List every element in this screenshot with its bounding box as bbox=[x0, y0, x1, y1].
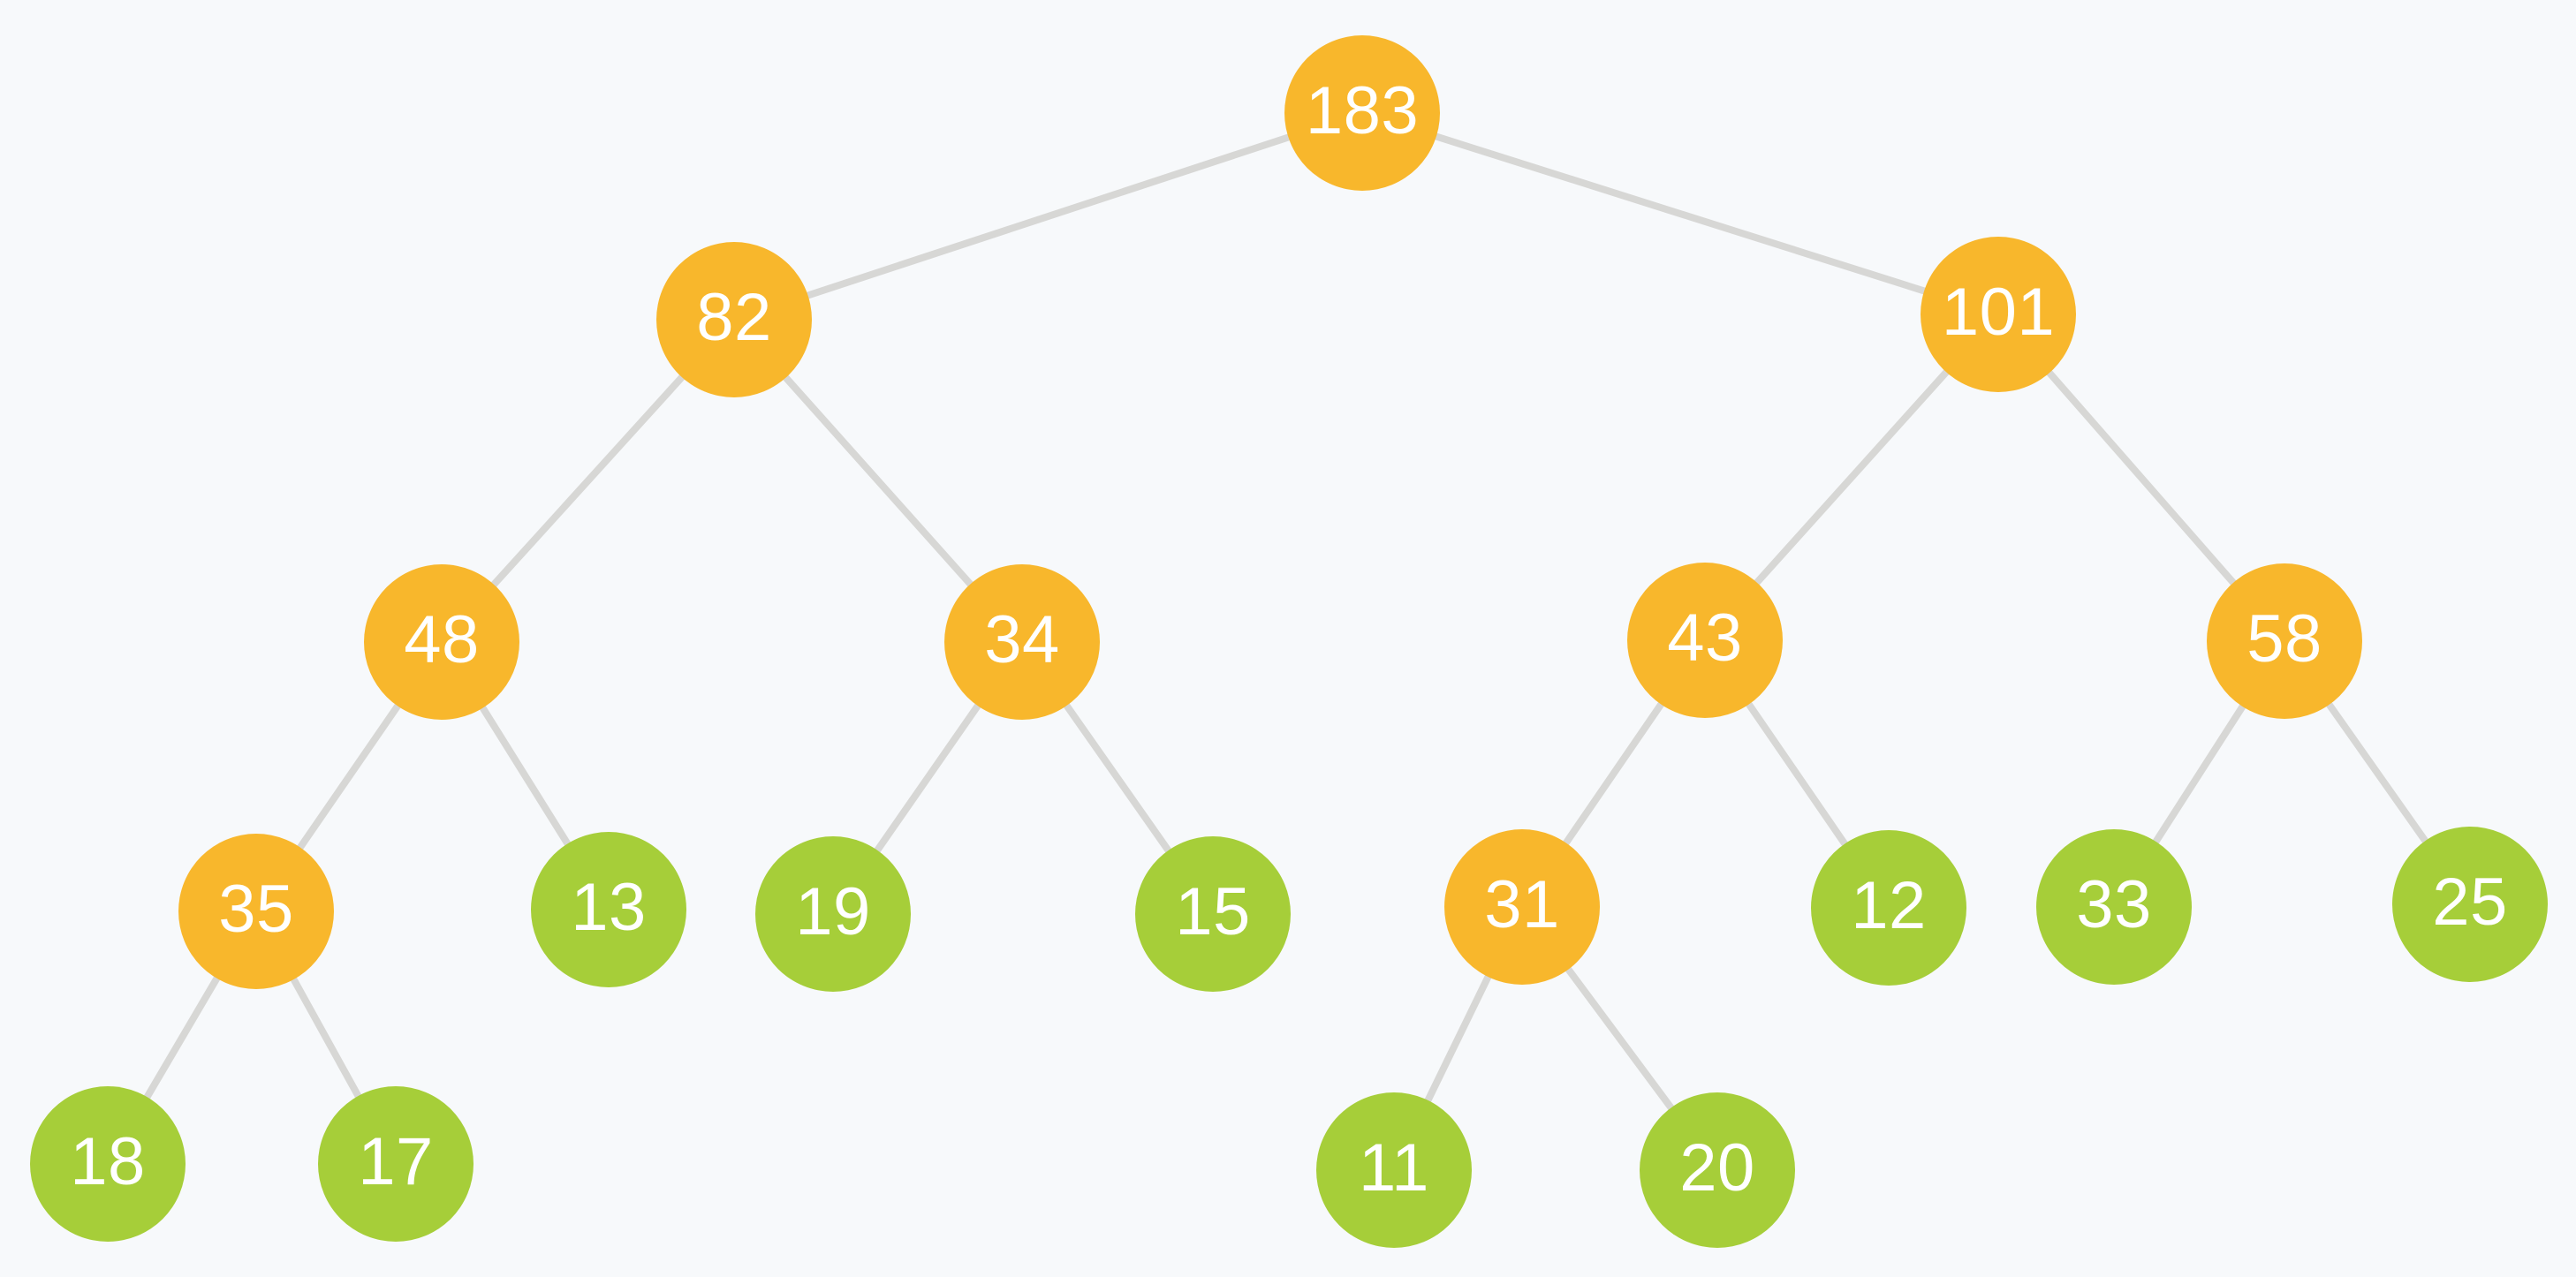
tree-node-label: 34 bbox=[984, 602, 1060, 677]
tree-node-15[interactable]: 15 bbox=[1135, 836, 1291, 992]
tree-node-label: 13 bbox=[571, 870, 647, 945]
tree-node-label: 25 bbox=[2432, 865, 2508, 940]
tree-node-31[interactable]: 31 bbox=[1444, 829, 1600, 985]
tree-node-13[interactable]: 13 bbox=[531, 832, 686, 987]
tree-node-label: 35 bbox=[218, 872, 294, 947]
tree-node-label: 43 bbox=[1667, 601, 1743, 676]
tree-node-183[interactable]: 183 bbox=[1284, 35, 1440, 191]
tree-node-label: 101 bbox=[1941, 275, 2056, 350]
tree-node-20[interactable]: 20 bbox=[1640, 1092, 1795, 1248]
tree-node-label: 20 bbox=[1679, 1130, 1755, 1205]
tree-node-label: 183 bbox=[1305, 73, 1420, 148]
tree-node-label: 12 bbox=[1851, 868, 1927, 943]
tree-node-58[interactable]: 58 bbox=[2207, 563, 2362, 719]
tree-node-33[interactable]: 33 bbox=[2036, 829, 2192, 985]
tree-node-19[interactable]: 19 bbox=[755, 836, 911, 992]
tree-node-82[interactable]: 82 bbox=[656, 242, 812, 397]
tree-edge bbox=[1359, 110, 2002, 318]
tree-node-label: 33 bbox=[2076, 867, 2152, 942]
tree-node-11[interactable]: 11 bbox=[1316, 1092, 1472, 1248]
tree-node-12[interactable]: 12 bbox=[1811, 830, 1966, 986]
tree-node-label: 19 bbox=[795, 874, 871, 949]
tree-node-label: 18 bbox=[70, 1124, 146, 1199]
tree-node-label: 31 bbox=[1484, 867, 1560, 942]
tree-edge bbox=[731, 110, 1366, 323]
tree-node-34[interactable]: 34 bbox=[944, 564, 1100, 720]
tree-node-48[interactable]: 48 bbox=[364, 564, 519, 720]
tree-node-101[interactable]: 101 bbox=[1921, 237, 2076, 392]
tree-node-35[interactable]: 35 bbox=[178, 834, 334, 989]
tree-node-43[interactable]: 43 bbox=[1627, 563, 1783, 718]
tree-node-18[interactable]: 18 bbox=[30, 1086, 186, 1242]
tree-node-label: 11 bbox=[1359, 1130, 1429, 1205]
tree-node-25[interactable]: 25 bbox=[2392, 827, 2548, 982]
tree-node-label: 58 bbox=[2246, 601, 2322, 676]
tree-node-label: 15 bbox=[1175, 874, 1251, 949]
tree-node-label: 17 bbox=[358, 1124, 434, 1199]
tree-node-17[interactable]: 17 bbox=[318, 1086, 474, 1242]
tree-node-label: 48 bbox=[404, 602, 480, 677]
tree-node-label: 82 bbox=[696, 280, 772, 355]
